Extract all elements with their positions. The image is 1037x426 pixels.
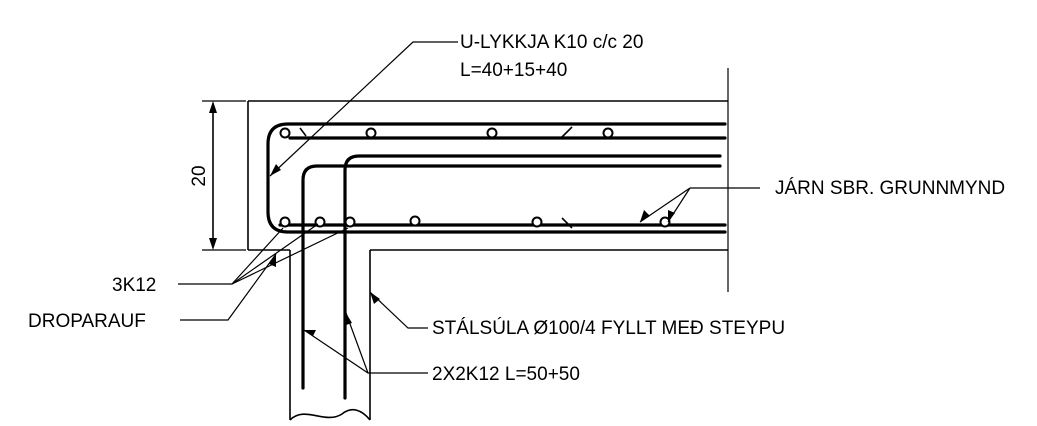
dimension-slab-thickness: 20 [189, 100, 246, 251]
leader-bottom-bars [178, 223, 349, 285]
label-u-loop-length: L=40+15+40 [460, 60, 567, 81]
label-column-bars: 2X2K12 L=50+50 [432, 364, 580, 385]
leader-rebar-ref [639, 187, 760, 223]
label-u-loop: U-LYKKJA K10 c/c 20 [460, 32, 643, 53]
u-loop-bar [266, 122, 727, 234]
leader-drip-groove [180, 253, 277, 321]
longitudinal-bars [278, 136, 727, 227]
leader-u-loop [269, 41, 458, 177]
steel-column [289, 250, 371, 421]
slab-outline [247, 68, 729, 292]
stirrup-ticks [299, 126, 573, 229]
dimension-label: 20 [189, 165, 210, 186]
label-steel-column: STÁLSÚLA Ø100/4 FYLLT MEÐ STEYPU [432, 317, 785, 339]
leader-column-bars [303, 312, 428, 374]
label-drip-groove: DROPARAUF [28, 311, 146, 332]
label-bottom-bars: 3K12 [112, 275, 156, 296]
leader-steel-column [369, 291, 428, 329]
column-bars [301, 154, 722, 400]
label-rebar-ref: JÁRN SBR. GRUNNMYND [775, 178, 1005, 199]
rebar-dots [279, 127, 671, 228]
